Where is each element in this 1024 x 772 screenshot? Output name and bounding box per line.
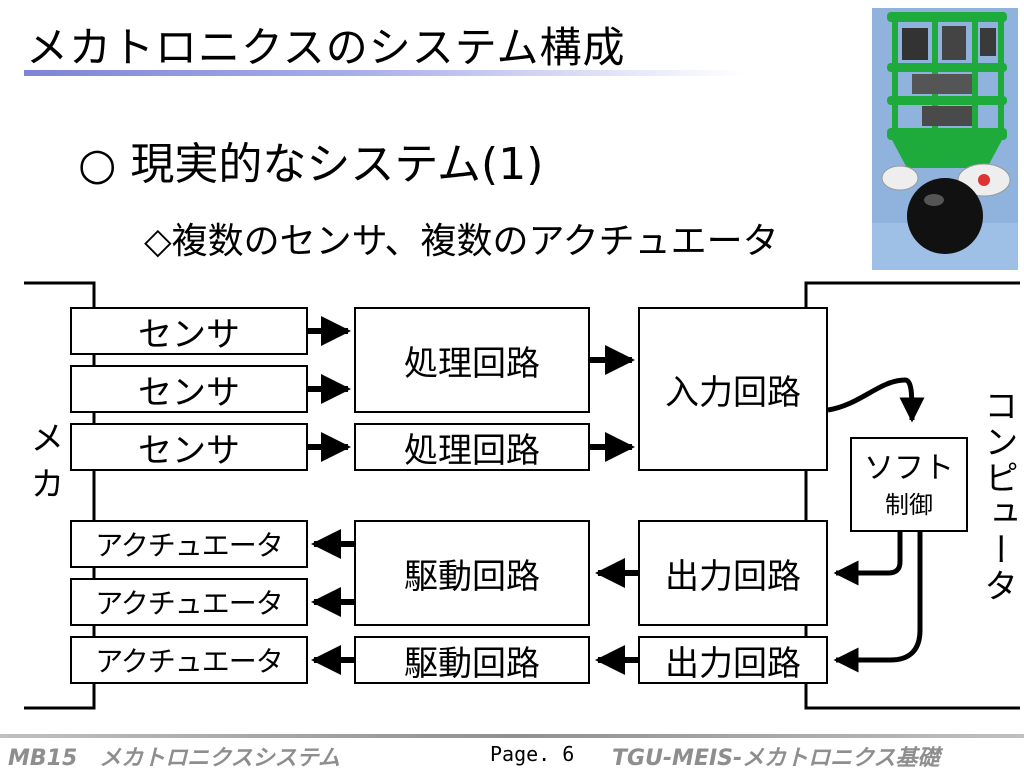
output-circuit-label: 出力回路 (665, 643, 801, 684)
control-label: 制御 (885, 490, 933, 519)
drive-circuit-box-2: 駆動回路 (354, 636, 590, 684)
sensor-label: センサ (138, 314, 240, 355)
actuator-label: アクチュエータ (95, 645, 284, 678)
drive-circuit-label: 駆動回路 (404, 556, 540, 597)
software-box: ソフト 制御 (850, 437, 968, 532)
actuator-box-3: アクチュエータ (70, 636, 308, 684)
processing-circuit-box-1: 処理回路 (354, 307, 590, 413)
arrow-software-output2 (833, 532, 923, 673)
mecha-boundary (24, 281, 96, 710)
mecha-label: メカ (20, 420, 64, 525)
drive-circuit-box-1: 駆動回路 (354, 520, 590, 626)
sensor-box-2: センサ (70, 365, 308, 413)
processing-circuit-box-2: 処理回路 (354, 423, 590, 471)
arrow-input-software (827, 377, 925, 423)
footer-rule (0, 734, 1024, 738)
title-underline (24, 70, 744, 76)
arrow-software-output1 (833, 532, 903, 586)
output-circuit-box-1: 出力回路 (638, 520, 828, 626)
footer-right: TGU-MEIS-メカトロニクス基礎 (612, 746, 940, 771)
slide-sub-subtitle: ◇複数のセンサ、複数のアクチュエータ (144, 221, 779, 262)
sensor-box-1: センサ (70, 307, 308, 355)
sensor-box-3: センサ (70, 423, 308, 471)
sensor-label: センサ (138, 430, 240, 471)
output-circuit-label: 出力回路 (665, 556, 801, 597)
processing-circuit-label: 処理回路 (404, 343, 540, 384)
processing-circuit-label: 処理回路 (404, 430, 540, 471)
input-circuit-label: 入力回路 (665, 372, 801, 413)
computer-label-text: コンピュータ (978, 388, 1018, 604)
actuator-label: アクチュエータ (95, 587, 284, 620)
actuator-box-2: アクチュエータ (70, 578, 308, 626)
drive-circuit-label: 駆動回路 (404, 643, 540, 684)
slide-title: メカトロニクスのシステム構成 (26, 23, 626, 72)
robot-photo (872, 8, 1018, 270)
sensor-label: センサ (138, 372, 240, 413)
input-circuit-box: 入力回路 (638, 307, 828, 471)
mecha-label-text: メカ (24, 420, 64, 512)
actuator-box-1: アクチュエータ (70, 520, 308, 568)
computer-boundary (804, 281, 1020, 710)
page-number: Page. 6 (490, 742, 575, 766)
computer-label: コンピュータ (974, 388, 1018, 617)
output-circuit-box-2: 出力回路 (638, 636, 828, 684)
slide-subtitle: ○ 現実的なシステム(1) (78, 139, 544, 190)
footer-left: MB15 メカトロニクスシステム (8, 746, 340, 771)
software-label: ソフト (864, 450, 954, 486)
actuator-label: アクチュエータ (95, 529, 284, 562)
robot-illustration (872, 8, 1018, 270)
